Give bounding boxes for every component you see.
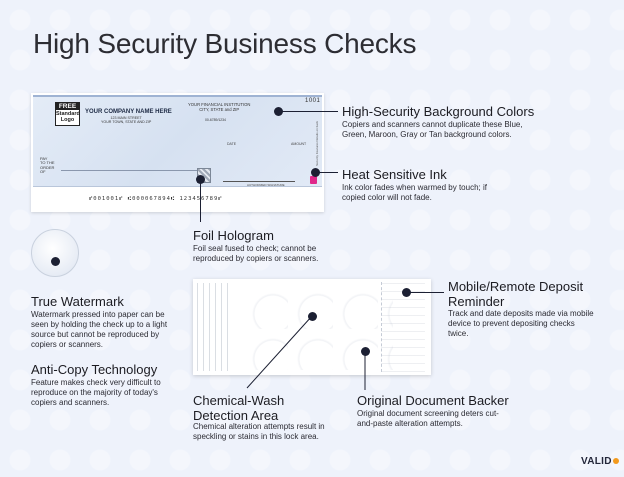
callout-body-background-colors: Copiers and scanners cannot duplicate th… xyxy=(342,120,523,139)
back-pattern xyxy=(243,284,393,370)
callout-line-mobile-deposit xyxy=(406,292,444,293)
date-label: DATE xyxy=(227,142,237,146)
callout-title-document-backer: Original Document Backer xyxy=(357,393,509,408)
callout-title-true-watermark: True Watermark xyxy=(31,294,124,309)
brand-dot-icon xyxy=(612,458,619,465)
callout-dot-chemical-wash xyxy=(308,312,317,321)
callout-dot-watermark xyxy=(51,257,60,266)
callout-line-background-colors xyxy=(278,111,338,112)
company-name: YOUR COMPANY NAME HERE xyxy=(85,109,172,115)
callout-line-foil-hologram xyxy=(200,180,201,222)
amount-label: AMOUNT xyxy=(291,142,307,146)
pay-to-label: PAY TO THE ORDER OF xyxy=(40,156,55,175)
callout-body-heat-ink: Ink color fades when warmed by touch; if… xyxy=(342,183,487,202)
endorsement-area xyxy=(381,282,425,372)
company-address: 123 MAIN STREET YOUR TOWN, STATE AND ZIP xyxy=(101,116,152,124)
callout-body-document-backer: Original document screening deters cut- … xyxy=(357,409,499,428)
signature-line xyxy=(223,181,295,182)
callout-dot-foil-hologram xyxy=(196,175,205,184)
standard-logo: FREE Standard Logo xyxy=(55,102,80,126)
callout-body-true-watermark: Watermark pressed into paper can be seen… xyxy=(31,310,168,349)
check-number: 1001 xyxy=(305,98,321,104)
back-security-lines xyxy=(197,283,233,371)
callout-line-heat-ink xyxy=(315,172,338,173)
routing-fraction: 00-6789/1234 xyxy=(205,118,226,122)
micr-line: ⑈001001⑈ ⑆000067894⑆ 123456789⑈ xyxy=(89,196,223,202)
callout-body-mobile-deposit: Track and date deposits made via mobile … xyxy=(448,309,594,338)
callout-dot-document-backer xyxy=(361,347,370,356)
valid-logo: VALID xyxy=(581,456,619,467)
watermark-illustration xyxy=(31,229,79,277)
check-top-border xyxy=(33,95,322,97)
callout-body-chemical-wash: Chemical alteration attempts result in s… xyxy=(193,422,325,441)
callout-title-heat-ink: Heat Sensitive Ink xyxy=(342,167,447,182)
payee-line xyxy=(61,170,211,171)
callout-title-background-colors: High-Security Background Colors xyxy=(342,104,535,119)
security-side-text: Security Features Details on back xyxy=(315,121,319,166)
callout-body-foil-hologram: Foil seal fused to check; cannot be repr… xyxy=(193,244,319,263)
bank-info: YOUR FINANCIAL INSTITUTION CITY, STATE a… xyxy=(188,102,251,112)
page-title: High Security Business Checks xyxy=(33,28,417,59)
heat-sensitive-ink-icon xyxy=(310,176,317,184)
check-back-image xyxy=(193,279,431,375)
callout-title-mobile-deposit: Mobile/Remote Deposit Reminder xyxy=(448,279,584,309)
callout-body-anti-copy: Feature makes check very difficult to re… xyxy=(31,378,161,407)
signature-label: AUTHORIZED SIGNATURE xyxy=(247,183,285,187)
callout-title-foil-hologram: Foil Hologram xyxy=(193,228,274,243)
callout-title-anti-copy: Anti-Copy Technology xyxy=(31,362,158,377)
callout-title-chemical-wash: Chemical-Wash Detection Area xyxy=(193,393,285,423)
